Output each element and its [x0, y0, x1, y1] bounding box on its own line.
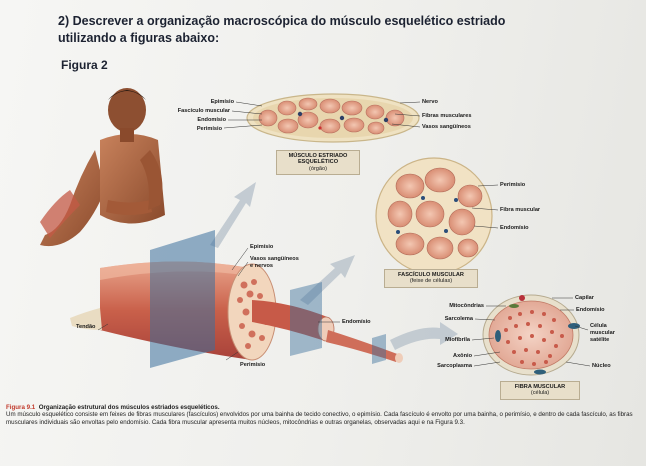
fascicle-cross-section	[375, 157, 493, 275]
muscle-bundle	[70, 230, 403, 368]
label-axon: Axônio	[453, 353, 472, 359]
label-bundle-nerves: e nervos	[250, 263, 274, 269]
caption-title: Organização estrutural dos músculos estr…	[38, 404, 220, 411]
muscle-fiber-cross-section	[482, 294, 580, 376]
label-sarcolemma: Sarcolema	[444, 316, 473, 322]
label-fascicle-perimysium: Perimísio	[500, 182, 526, 188]
label-satellite-cell-2: muscular	[590, 330, 615, 336]
label-capillary: Capilar	[575, 295, 594, 301]
fascicle-box-subtitle: (feixe de células)	[409, 278, 453, 285]
question-text: 2) Descrever a organização macroscópica …	[58, 14, 506, 45]
box-title-2: ESQUELÉTICO	[297, 159, 339, 166]
muscle-fascicle-box: FASCÍCULO MUSCULAR (feixe de células)	[384, 269, 478, 288]
box-title: MÚSCULO ESTRIADO	[288, 153, 348, 159]
human-figure	[40, 88, 165, 247]
label-bundle-vessels: Vasos sangüíneos	[250, 256, 299, 262]
label-bundle-epimysium: Epimísio	[250, 244, 274, 250]
muscle-cross-section	[246, 93, 420, 143]
label-perimysium: Perimísio	[196, 126, 222, 132]
muscle-fiber-box: FIBRA MUSCULAR (célula)	[500, 381, 580, 400]
label-sarcoplasm: Sarcoplasma	[437, 363, 472, 369]
label-fiber-endomysium: Endomísio	[576, 307, 605, 313]
label-muscle-fibers: Fibras musculares	[422, 113, 472, 119]
label-epimysium: Epimísio	[210, 99, 234, 105]
box-subtitle: (órgão)	[308, 165, 328, 172]
fascicle-box-title: FASCÍCULO MUSCULAR	[398, 272, 464, 278]
label-nucleus: Núcleo	[592, 363, 611, 369]
label-endomysium: Endomísio	[197, 117, 226, 123]
label-mitochondria: Mitocôndrias	[449, 303, 484, 309]
label-nerve: Nervo	[422, 99, 438, 105]
figure-caption: Figura 9.1 Organização estrutural dos mú…	[6, 404, 642, 426]
label-fascicle-fiber: Fibra muscular	[500, 207, 541, 213]
label-fascicle-endomysium: Endomísio	[500, 225, 529, 231]
figure-label: Figura 2	[61, 58, 108, 72]
label-bundle-endomysium: Endomísio	[342, 319, 371, 325]
fiber-box-subtitle: (célula)	[530, 390, 550, 397]
skeletal-muscle-box: MÚSCULO ESTRIADO ESQUELÉTICO (órgão)	[276, 150, 360, 176]
label-satellite-cell-3: satélite	[590, 337, 610, 343]
label-bundle-perimysium: Perimísio	[240, 362, 266, 368]
fiber-box-title: FIBRA MUSCULAR	[514, 384, 566, 390]
caption-title-line: Figura 9.1 Organização estrutural dos mú…	[6, 404, 642, 411]
label-tendon: Tendão	[76, 324, 96, 330]
label-myofibril: Miofibrila	[445, 337, 470, 343]
label-satellite-cell-1: Célula	[590, 323, 607, 329]
caption-number: Figura 9.1	[6, 404, 36, 411]
caption-body: Um músculo esquelético consiste em feixe…	[6, 411, 633, 426]
label-muscle-fascicle: Fascículo muscular	[177, 108, 230, 114]
label-blood-vessels: Vasos sangüíneos	[422, 124, 471, 130]
